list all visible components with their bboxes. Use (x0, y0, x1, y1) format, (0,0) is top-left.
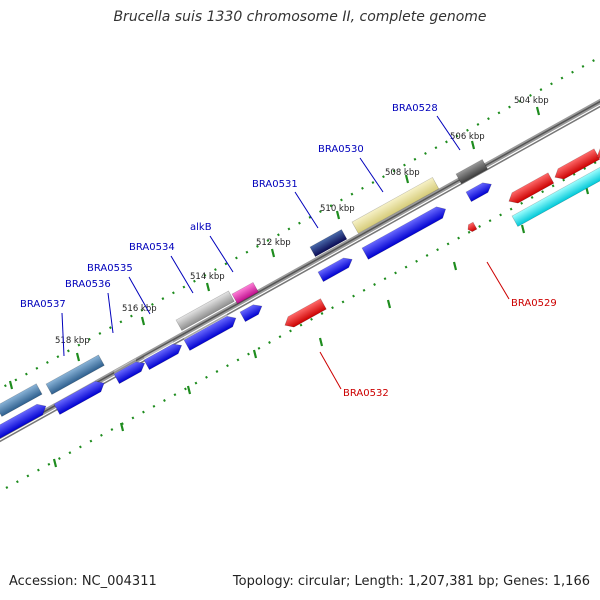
reverse-gene[interactable] (593, 139, 600, 163)
gene-callout-alkb[interactable]: alkB (190, 222, 234, 273)
inner-major-ticks (52, 185, 590, 468)
outer-major-ticks (8, 106, 541, 390)
scale-label: 518 kbp (55, 336, 90, 346)
forward-gene[interactable] (239, 299, 265, 323)
navy-gene-feature[interactable] (309, 225, 349, 258)
gene-label[interactable]: BRA0534 (129, 242, 175, 253)
outer-scale-dots (0, 56, 600, 390)
gene-label[interactable]: BRA0531 (252, 179, 298, 190)
darkgray-gene-feature[interactable] (455, 155, 490, 185)
scale-label: 514 kbp (190, 272, 225, 282)
forward-gene[interactable] (183, 310, 239, 351)
gene-callout-bra0532[interactable]: BRA0532 (319, 351, 389, 399)
scale-label: 516 kbp (122, 304, 157, 314)
gene-label[interactable]: BRA0537 (20, 299, 66, 310)
forward-gene[interactable] (53, 375, 108, 415)
gene-callout-bra0536[interactable]: BRA0536 (65, 279, 114, 334)
gene-callout-bra0534[interactable]: BRA0534 (129, 242, 194, 294)
steel-gene-feature[interactable] (45, 351, 106, 395)
gray-gene-feature[interactable] (175, 287, 236, 331)
scale-label: 510 kbp (320, 204, 355, 214)
gene-callout-bra0537[interactable]: BRA0537 (20, 299, 66, 357)
gene-callout-bra0529[interactable]: BRA0529 (486, 261, 557, 309)
map-title: Brucella suis 1330 chromosome II, comple… (113, 9, 487, 25)
scale-label: 506 kbp (450, 132, 485, 142)
gene-label[interactable]: BRA0535 (87, 263, 133, 274)
reverse-gene[interactable] (281, 295, 329, 330)
reverse-gene[interactable] (465, 218, 479, 233)
steel-gene-feature[interactable] (0, 380, 44, 417)
scale-label: 508 kbp (385, 168, 420, 178)
forward-gene[interactable] (465, 177, 495, 203)
accession-label: Accession: NC_004311 (9, 574, 157, 589)
scale-label: 504 kbp (514, 96, 549, 106)
gene-label[interactable]: BRA0529 (511, 298, 557, 309)
gene-label[interactable]: alkB (190, 222, 212, 233)
forward-gene[interactable] (361, 201, 449, 260)
forward-gene[interactable] (317, 252, 355, 283)
gene-callout-bra0528[interactable]: BRA0528 (392, 103, 461, 151)
reverse-gene[interactable] (551, 145, 600, 182)
inner-scale-dots (5, 159, 600, 489)
topology-label: Topology: circular; Length: 1,207,381 bp… (232, 574, 590, 589)
gene-callout-bra0531[interactable]: BRA0531 (252, 179, 319, 229)
magenta-gene-feature[interactable] (231, 278, 261, 305)
scale-label: 512 kbp (256, 238, 291, 248)
reverse-gene[interactable] (505, 169, 556, 206)
gene-label[interactable]: BRA0530 (318, 144, 364, 155)
gene-callout-bra0530[interactable]: BRA0530 (318, 144, 384, 193)
gene-label[interactable]: BRA0528 (392, 103, 438, 114)
gene-label[interactable]: BRA0536 (65, 279, 111, 290)
gene-label[interactable]: BRA0532 (343, 388, 389, 399)
forward-gene[interactable] (113, 356, 148, 385)
khaki-gene-feature[interactable] (351, 173, 441, 234)
gene-callout-bra0535[interactable]: BRA0535 (87, 263, 151, 315)
cyan-gene-feature[interactable] (511, 161, 600, 227)
forward-gene[interactable] (0, 398, 49, 439)
forward-gene[interactable] (143, 338, 185, 371)
